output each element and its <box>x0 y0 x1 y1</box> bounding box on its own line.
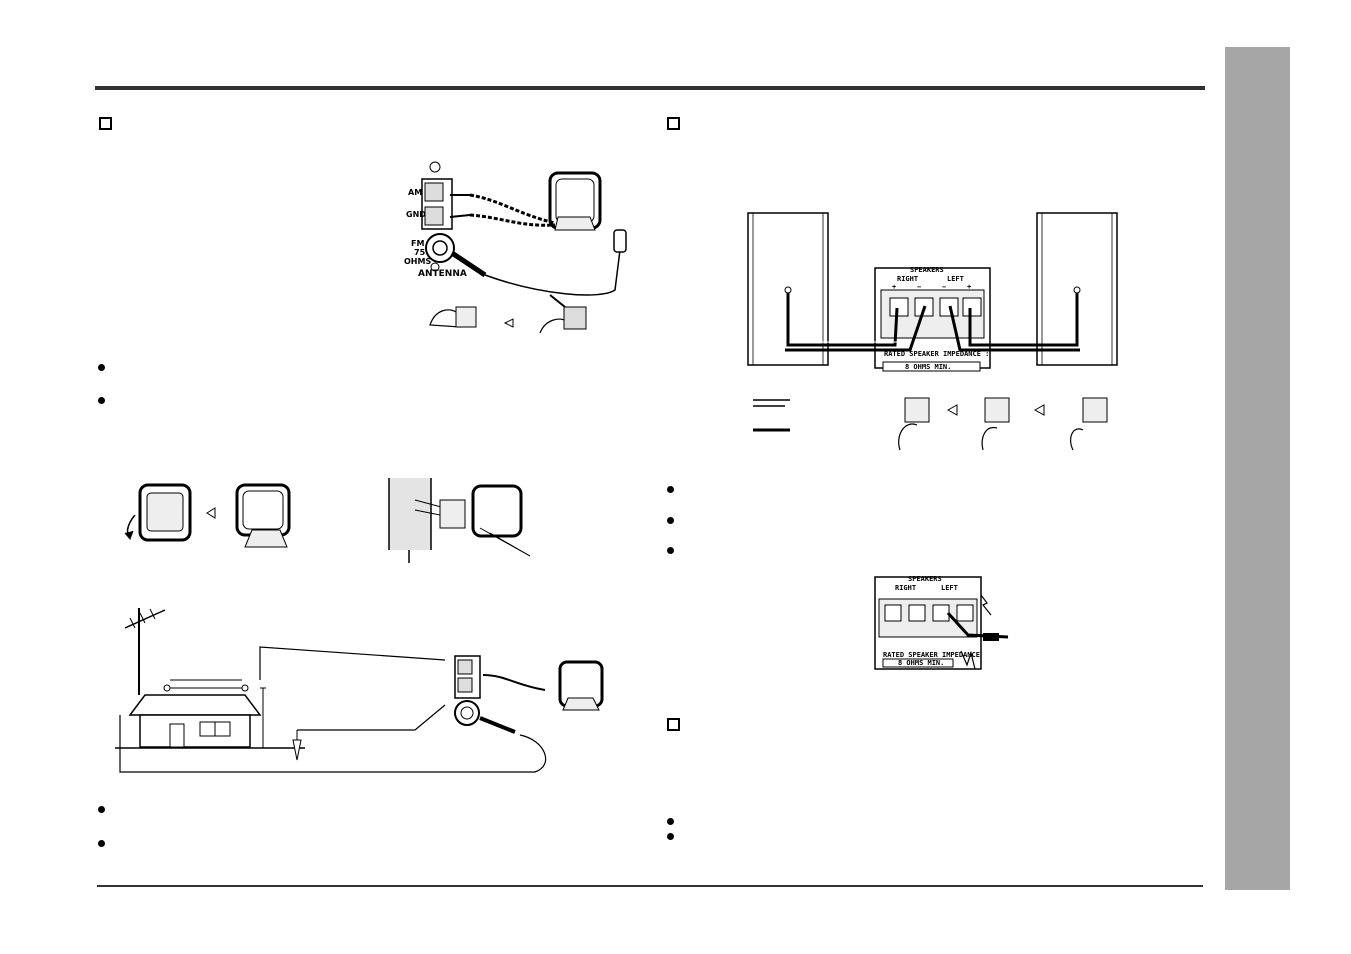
speaker-warning-right: RIGHT <box>895 584 917 592</box>
impedance-label: RATED SPEAKER IMPEDANCE : <box>884 350 990 358</box>
bullet <box>667 517 674 524</box>
bullet <box>667 547 674 554</box>
section-marker-speakers <box>667 117 680 130</box>
speaker-warning-left: LEFT <box>941 584 958 592</box>
bullet <box>667 486 674 493</box>
speaker-connection-diagram: SPEAKERS RIGHT LEFT + − − + RATED SPEAKE… <box>745 210 1120 451</box>
loop-antenna-assembly-diagram <box>115 475 305 555</box>
ohms-value-label: 75 <box>414 248 426 257</box>
speaker-warning-diagram: SPEAKERS RIGHT LEFT RATED SPEAKER IMPEDA… <box>873 573 1013 685</box>
speaker-right-label: RIGHT <box>897 275 919 283</box>
speaker-panel-title: SPEAKERS <box>910 266 944 274</box>
bullet <box>98 840 105 847</box>
wall-mount-drawing <box>388 478 531 563</box>
am-label: AM <box>408 188 423 197</box>
speaker-warning-ohms: 8 OHMS MIN. <box>898 659 945 667</box>
loop-antenna-assembly-drawing <box>124 483 291 548</box>
antenna-connection-diagram: AM GND FM 75 OHMS ANTENNA <box>380 155 640 345</box>
right-minus-label: − <box>917 283 922 291</box>
speaker-connection-drawing <box>747 212 1118 451</box>
top-rule <box>95 86 1205 90</box>
speaker-left-label: LEFT <box>947 275 964 283</box>
bullet <box>98 806 105 813</box>
speaker-warning-title: SPEAKERS <box>908 575 942 583</box>
right-plus-label: + <box>892 283 897 291</box>
speaker-warning-drawing <box>874 576 1009 670</box>
section-marker-antenna <box>99 117 112 130</box>
side-tab <box>1225 47 1290 890</box>
outdoor-antenna-diagram <box>115 600 610 780</box>
bullet <box>667 818 674 825</box>
wall-mount-diagram <box>385 478 535 563</box>
speaker-warning-impedance: RATED SPEAKER IMPEDANCE <box>883 651 980 659</box>
left-plus-label: + <box>967 283 972 291</box>
fm-label: FM <box>411 239 425 248</box>
bullet <box>667 833 674 840</box>
ohms-min-label: 8 OHMS MIN. <box>905 363 952 371</box>
left-minus-label: − <box>942 283 947 291</box>
ohms-label: OHMS <box>404 257 432 266</box>
gnd-label: GND <box>406 210 426 219</box>
outdoor-antenna-drawing <box>115 608 604 773</box>
bullet <box>98 364 105 371</box>
bullet <box>98 397 105 404</box>
bottom-rule <box>97 885 1203 887</box>
antenna-connection-drawing <box>421 161 627 334</box>
antenna-label: ANTENNA <box>418 269 467 279</box>
section-marker-third <box>667 718 680 731</box>
